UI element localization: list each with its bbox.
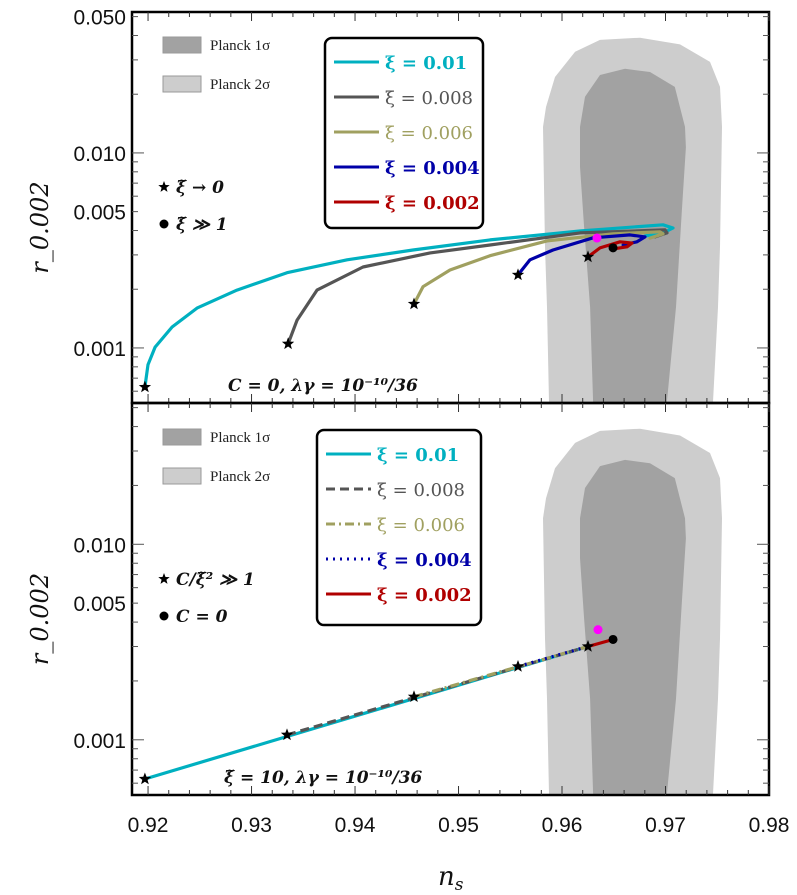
star-marker [581, 640, 595, 652]
legend-label: ξ = 0.008 [377, 480, 465, 501]
star-marker [280, 728, 294, 741]
marker-legend-label: C/ξ̃² ≫ 1 [176, 570, 255, 590]
y-tick-label: 0.010 [73, 534, 126, 557]
panel-2: 0.010 0.005 0.001 r_0.002 Planck 1σ Planck 2σ… [26, 401, 771, 797]
star-marker [511, 660, 525, 672]
x-tick-label: 0.92 [128, 814, 169, 837]
panel-annotation: C = 0, λγ = 10⁻¹⁰/36 [228, 376, 418, 396]
series-line-0 [143, 223, 675, 389]
legend-label: ξ = 0.002 [385, 193, 480, 214]
y-tick-label: 0.050 [73, 7, 126, 30]
x-tick-label: 0.94 [335, 814, 376, 837]
star-marker [407, 297, 421, 310]
y-tick-label: 0.001 [73, 338, 126, 361]
plot-frame [130, 401, 771, 797]
marker-legend-label: ξ̃ → 0 [176, 178, 224, 198]
y-tick-label: 0.001 [73, 730, 126, 753]
x-axis-title: ns [438, 862, 464, 895]
series-line-3 [517, 644, 589, 669]
panel-1: 0.050 0.010 0.005 0.001 r_0.002 Planck 1σ Plan… [26, 7, 771, 405]
y-tick-label: 0.010 [73, 143, 126, 166]
star-marker [138, 772, 152, 785]
planck-1sigma-contour [580, 459, 686, 794]
magenta-point [593, 625, 603, 635]
legend-label: ξ = 0.004 [377, 550, 472, 571]
star-marker [511, 268, 525, 281]
series-line-4 [586, 240, 634, 259]
series-legend [323, 36, 485, 230]
legend-label: ξ = 0.006 [377, 515, 465, 536]
legend-label: ξ = 0.006 [385, 123, 473, 144]
x-tick-label: 0.96 [542, 814, 583, 837]
planck-legend-label: Planck 1σ [210, 430, 270, 446]
planck-legend-swatch [162, 36, 202, 54]
star-marker [407, 690, 421, 702]
series-line-0 [143, 644, 590, 781]
series-line-1 [286, 228, 669, 346]
panel-annotation: ξ̃ = 10, λγ = 10⁻¹⁰/36 [224, 768, 422, 788]
dot-marker [608, 243, 618, 253]
x-tick-label: 0.93 [231, 814, 272, 837]
y-tick-label: 0.005 [73, 593, 126, 616]
x-tick-label: 0.97 [645, 814, 686, 837]
legend-label: ξ = 0.01 [385, 53, 467, 74]
x-tick-label: 0.98 [749, 814, 790, 837]
planck-legend-label: Planck 1σ [210, 38, 270, 54]
marker-legend-label: C = 0 [176, 607, 228, 627]
magenta-point [592, 233, 602, 243]
star-marker [138, 380, 152, 393]
series-line-2 [413, 644, 589, 699]
x-tick-label: 0.95 [438, 814, 479, 837]
dot-legend-icon [159, 219, 169, 229]
dot-legend-icon [159, 611, 169, 621]
y-axis-title: r_0.002 [26, 573, 54, 665]
legend-label: ξ = 0.004 [385, 158, 480, 179]
legend-label: ξ = 0.008 [385, 88, 473, 109]
dot-marker [608, 634, 618, 644]
star-marker [581, 250, 595, 263]
legend-label: ξ = 0.01 [377, 445, 459, 466]
planck-legend-swatch [162, 75, 202, 93]
star-marker [281, 337, 295, 350]
y-tick-label: 0.005 [73, 202, 126, 225]
planck-legend-swatch [162, 428, 202, 446]
legend-label: ξ = 0.002 [377, 585, 472, 606]
planck-legend-label: Planck 2σ [210, 469, 270, 485]
star-legend-icon [158, 181, 170, 192]
marker-legend-label: ξ̃ ≫ 1 [176, 215, 228, 235]
series-line-2 [412, 230, 665, 306]
series-legend [315, 428, 483, 627]
planck-legend-swatch [162, 467, 202, 485]
planck-legend-label: Planck 2σ [210, 77, 270, 93]
star-legend-icon [158, 573, 170, 584]
series-line-3 [516, 233, 647, 277]
y-axis-title: r_0.002 [26, 181, 54, 273]
